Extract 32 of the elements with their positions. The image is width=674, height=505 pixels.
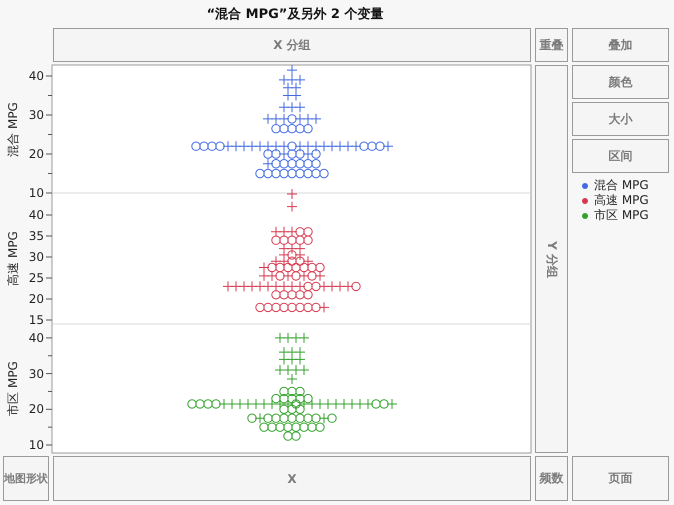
tick-label: 10 [28, 187, 44, 199]
tick-label: 40 [28, 70, 44, 82]
drop-zone: 频数 [535, 456, 568, 501]
axis-title: 高速 MPG [4, 231, 20, 286]
tick-label: 30 [28, 109, 44, 121]
tick-label: 40 [28, 209, 44, 221]
axis-title: 市区 MPG [4, 361, 20, 416]
drop-zone: 颜色 [572, 65, 669, 99]
drop-zone: 叠加 [572, 28, 669, 62]
tick-label: 30 [28, 368, 44, 380]
axis-title: 混合 MPG [4, 102, 20, 156]
drop-zone: Y 分组 [535, 65, 568, 453]
legend-label: 混合 MPG [594, 177, 649, 194]
chart-title: “混合 MPG”及另外 2 个变量 [206, 6, 384, 23]
drop-zone: 重叠 [535, 28, 568, 62]
drop-zone: 大小 [572, 102, 669, 136]
tick-label: 25 [28, 272, 44, 284]
drop-zone: 页面 [572, 456, 669, 501]
tick-label: 20 [28, 403, 44, 416]
tick-label: 30 [28, 251, 44, 263]
drop-zone: X [53, 456, 531, 501]
tick-label: 10 [28, 439, 44, 451]
drop-zone: X 分组 [53, 28, 531, 62]
legend-label: 高速 MPG [594, 192, 649, 209]
tick-label: 40 [28, 332, 44, 344]
tick-label: 15 [28, 314, 44, 326]
tick-label: 20 [28, 148, 44, 160]
drop-zone: 区间 [572, 139, 669, 173]
tick-label: 35 [28, 230, 44, 242]
tick-label: 20 [28, 293, 44, 305]
drop-zone: 地图形状 [3, 456, 49, 501]
legend-label: 市区 MPG [594, 207, 649, 224]
